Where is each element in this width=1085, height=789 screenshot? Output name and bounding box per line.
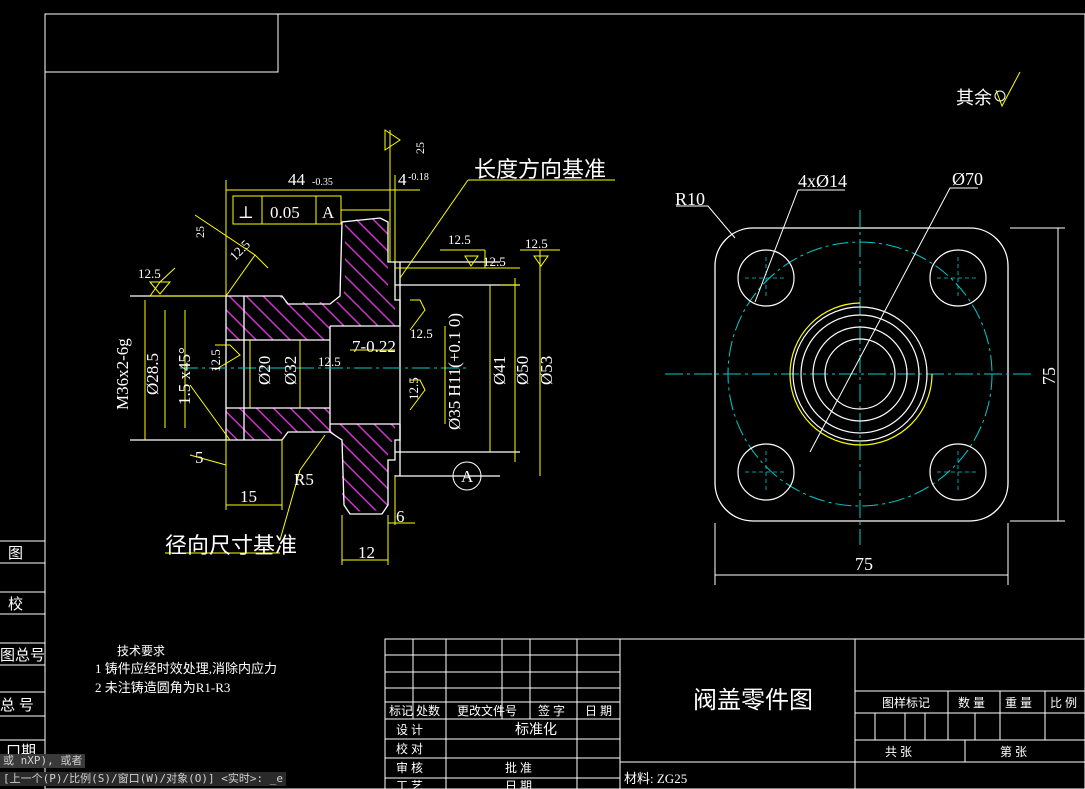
dim-d35: Ø35 H11(+0.1 0)	[445, 313, 464, 430]
dim-d53: Ø53	[537, 356, 556, 385]
drawing-title: 阀盖零件图	[693, 687, 813, 714]
roughness-25b: 25	[413, 142, 427, 154]
dim-d50: Ø50	[513, 356, 532, 385]
dim-d28: Ø28.5	[143, 353, 162, 395]
tol-datum: A	[322, 203, 335, 222]
front-view[interactable]: R10 4xØ14 Ø70 75 75 其余	[665, 71, 1065, 585]
left-side-table	[0, 540, 45, 741]
right-header-4: 比 例	[1050, 696, 1077, 710]
roughness-25a: 25	[193, 226, 207, 238]
roughness-rest-tick	[995, 71, 1021, 108]
right-header-2: 数 量	[958, 695, 985, 710]
tech-item-1: 1 铸件应经时效处理,消除内应力	[95, 661, 277, 676]
tech-requirements: 技术要求 1 铸件应经时效处理,消除内应力 2 未注铸造圆角为R1-R3	[95, 644, 277, 695]
dim-4-tol: -0.18	[408, 172, 429, 183]
std-label: 标准化	[515, 722, 557, 738]
dim-chamfer: 1.5 x45°	[175, 347, 194, 405]
section-dimension-lines	[144, 129, 615, 565]
hole-tr	[929, 249, 987, 307]
hole-br	[929, 443, 987, 501]
roughness-2: 12.5	[226, 237, 253, 264]
role-process: 工 艺	[396, 779, 423, 789]
dim-m36: M36x2-6g	[113, 338, 132, 410]
dim-d70: Ø70	[952, 169, 983, 189]
dim-d41: Ø41	[490, 356, 509, 385]
tech-title: 技术要求	[117, 644, 165, 658]
role-review: 审 核	[396, 760, 423, 775]
label-roughness-rest: 其余	[956, 88, 992, 108]
dim-44: 44	[288, 170, 306, 189]
material-label: 材料: ZG25	[624, 771, 687, 786]
roughness-3: 12.5	[448, 232, 471, 247]
hatch-lower	[226, 408, 395, 512]
hatch-upper	[226, 218, 395, 340]
dim-6: 6	[396, 507, 405, 526]
dim-d32: Ø32	[281, 356, 300, 385]
left-table-row-4: 总 号	[0, 697, 34, 714]
roughness-4: 12.5	[483, 254, 506, 269]
boss-inner	[812, 326, 908, 422]
dim-5: 5	[195, 448, 204, 467]
roughness-side: 12.5	[208, 349, 223, 372]
rev-header-5: 日 期	[585, 704, 612, 718]
roughness-7: 12.5	[410, 326, 433, 341]
dim-15: 15	[240, 487, 257, 506]
dim-4: 4	[398, 170, 407, 189]
boss-mid	[800, 314, 920, 434]
tech-item-2: 2 未注铸造圆角为R1-R3	[95, 680, 230, 695]
dim-12: 12	[358, 543, 375, 562]
section-view[interactable]: 44 -0.35 4 -0.18 ⊥ 0.05 A 12.5 12.5 12.5…	[113, 129, 615, 565]
rev-header-2: 处数	[416, 703, 440, 718]
command-input-line[interactable]: [上一个(P)/比例(S)/窗口(W)/对象(O)] <实时>: _e	[0, 772, 286, 786]
left-table-row-2: 校	[8, 596, 23, 613]
sheet-total: 共 张	[885, 745, 912, 759]
title-block	[384, 638, 1085, 789]
left-table-row-3: 图总号	[0, 647, 45, 664]
roughness-8: 12.5	[406, 377, 421, 400]
roughness-1: 12.5	[138, 266, 161, 281]
tol-value: 0.05	[270, 203, 300, 222]
hole-tl	[737, 249, 795, 307]
sheet-no: 第 张	[1000, 745, 1027, 759]
hole-bl	[737, 443, 795, 501]
role-design: 设 计	[396, 723, 423, 737]
drawing-frame	[44, 13, 1085, 789]
rev-header-4: 签 字	[538, 703, 565, 718]
right-header-3: 重 量	[1005, 696, 1032, 710]
command-history-line: 或 nXP), 或者	[0, 754, 86, 768]
dim-h75: 75	[1039, 367, 1059, 385]
roughness-5: 12.5	[525, 236, 548, 251]
bore	[824, 338, 896, 410]
dim-r5: R5	[294, 470, 314, 489]
date-label: 日 期	[505, 779, 532, 789]
thread-arc	[789, 302, 933, 446]
right-header-1: 图样标记	[882, 695, 930, 710]
rev-header-1: 标记	[389, 704, 413, 718]
dim-d20: Ø20	[255, 356, 274, 385]
dim-44-tol: -0.35	[312, 177, 333, 188]
roughness-6: 12.5	[318, 354, 341, 369]
label-length-datum: 长度方向基准	[474, 157, 606, 182]
datum-a-circle	[452, 461, 482, 491]
label-radial-datum: 径向尺寸基准	[165, 533, 297, 558]
datum-a-label: A	[461, 467, 474, 486]
dim-4holes: 4xØ14	[798, 171, 847, 191]
left-table-row-1: 图	[8, 545, 23, 562]
role-check: 校 对	[396, 741, 423, 756]
tol-symbol: ⊥	[238, 203, 254, 222]
dim-w75: 75	[855, 554, 873, 574]
rev-header-3: 更改文件号	[457, 703, 517, 718]
dim-7: 7-0.22	[352, 337, 396, 356]
approve-label: 批 准	[505, 760, 532, 775]
dim-r10: R10	[675, 189, 705, 209]
boss-outer	[792, 306, 928, 442]
